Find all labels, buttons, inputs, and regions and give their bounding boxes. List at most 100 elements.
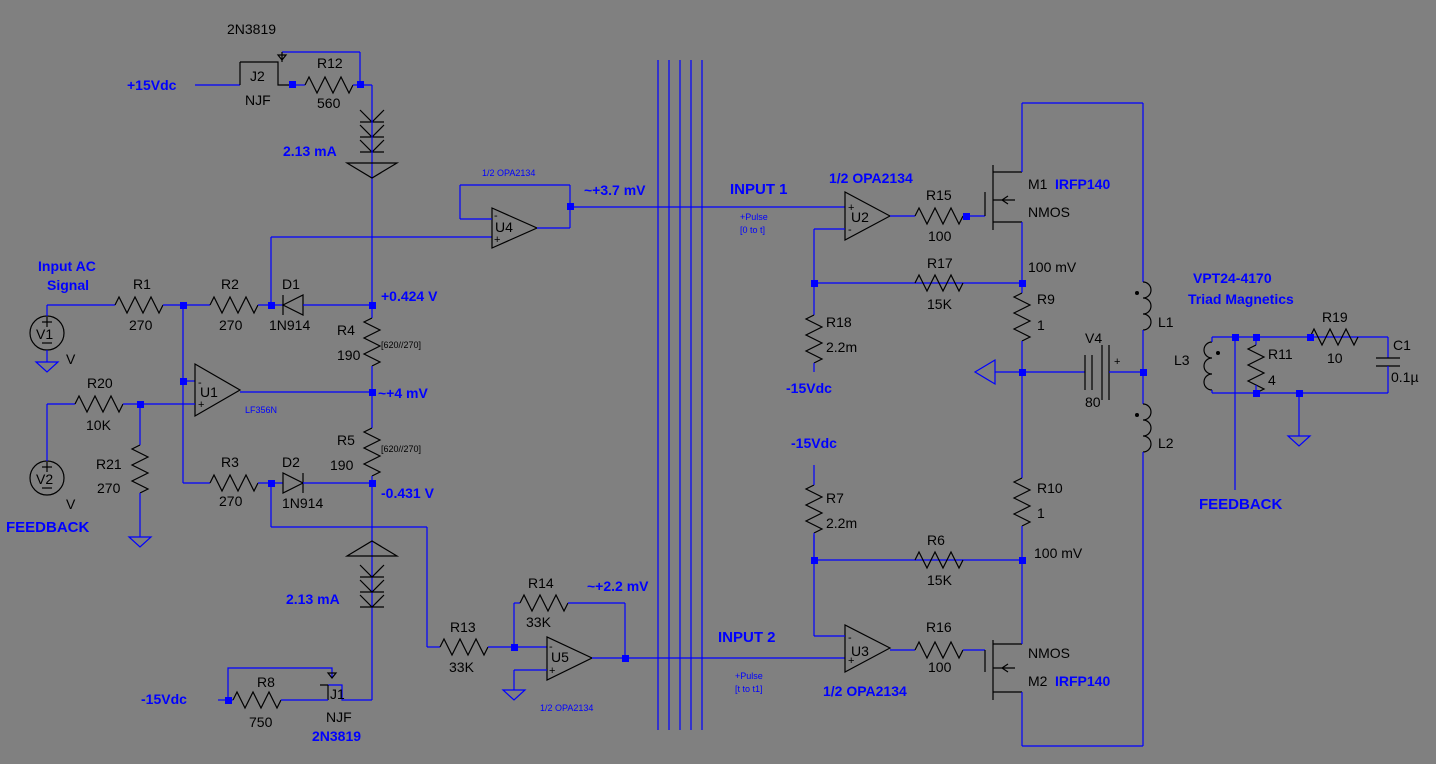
output-stage bbox=[973, 102, 1152, 747]
u3-driver: - + bbox=[804, 465, 1022, 673]
v-r9-label: 100 mV bbox=[1028, 259, 1077, 275]
v-r10-label: 100 mV bbox=[1034, 545, 1083, 561]
r18-name: R18 bbox=[826, 314, 852, 330]
m2-type: NMOS bbox=[1028, 645, 1070, 661]
r3-value: 270 bbox=[219, 493, 243, 509]
v-minus-label: -0.431 V bbox=[381, 485, 435, 501]
svg-text:+: + bbox=[848, 202, 854, 214]
input2-label: INPUT 2 bbox=[718, 629, 776, 646]
svg-text:-: - bbox=[848, 632, 852, 644]
j1-name: J1 bbox=[330, 686, 345, 702]
r7-name: R7 bbox=[826, 490, 844, 506]
r17-name: R17 bbox=[927, 255, 953, 271]
r19-value: 10 bbox=[1327, 350, 1343, 366]
r2-value: 270 bbox=[219, 317, 243, 333]
transformer-b: Triad Magnetics bbox=[1188, 291, 1294, 307]
v2-name: V2 bbox=[36, 471, 53, 487]
r11-value: 4 bbox=[1268, 372, 1276, 388]
input1-label: INPUT 1 bbox=[730, 181, 788, 198]
input-ac-label: Input AC bbox=[38, 258, 96, 274]
r21-name: R21 bbox=[96, 456, 122, 472]
v-u4-label: ~+3.7 mV bbox=[584, 182, 646, 198]
transformer-secondary bbox=[1203, 327, 1400, 490]
pulse2-b: [t to t1] bbox=[735, 684, 763, 694]
r5-name: R5 bbox=[337, 432, 355, 448]
r4-name: R4 bbox=[337, 322, 355, 338]
minus15-c-label: -15Vdc bbox=[791, 435, 837, 451]
r16-value: 100 bbox=[928, 659, 952, 675]
signal-label: Signal bbox=[47, 277, 89, 293]
u2-name: U2 bbox=[851, 209, 869, 225]
top-current-source bbox=[195, 51, 400, 305]
v-u5-label: ~+2.2 mV bbox=[587, 578, 649, 594]
u3-model-label: 1/2 OPA2134 bbox=[823, 683, 907, 699]
feedback-left-label: FEEDBACK bbox=[6, 519, 90, 536]
r2-name: R2 bbox=[221, 276, 239, 292]
r20-name: R20 bbox=[87, 375, 113, 391]
u4-buffer: - + bbox=[459, 184, 845, 249]
r5-note: [620//270] bbox=[381, 444, 421, 454]
u2-driver: + - bbox=[804, 191, 1022, 372]
i-bottom-label: 2.13 mA bbox=[286, 591, 340, 607]
u1-model: LF356N bbox=[245, 405, 277, 415]
r4-note: [620//270] bbox=[381, 340, 421, 350]
r12-value: 560 bbox=[317, 95, 341, 111]
d2-name: D2 bbox=[282, 454, 300, 470]
r1-name: R1 bbox=[133, 276, 151, 292]
u5-model: 1/2 OPA2134 bbox=[540, 703, 593, 713]
u5-name: U5 bbox=[551, 649, 569, 665]
r13-value: 33K bbox=[449, 659, 475, 675]
input-stage: - + bbox=[29, 236, 492, 647]
r3-name: R3 bbox=[221, 454, 239, 470]
v2-unit: V bbox=[66, 496, 76, 512]
l3-name: L3 bbox=[1174, 352, 1190, 368]
r6-value: 15K bbox=[927, 572, 953, 588]
svg-text:+: + bbox=[494, 234, 500, 246]
r14-name: R14 bbox=[528, 575, 554, 591]
svg-text:-: - bbox=[549, 641, 553, 653]
transformer-a: VPT24-4170 bbox=[1193, 270, 1272, 286]
r14-value: 33K bbox=[526, 614, 552, 630]
labels: 2N3819 +15Vdc J2 NJF R12 560 2.13 mA Inp… bbox=[6, 21, 1419, 744]
l2-name: L2 bbox=[1158, 435, 1174, 451]
r20-value: 10K bbox=[86, 417, 112, 433]
r7-value: 2.2m bbox=[826, 515, 857, 531]
minus15-a-label: -15Vdc bbox=[141, 691, 187, 707]
u2-model-label: 1/2 OPA2134 bbox=[829, 170, 913, 186]
svg-text:-: - bbox=[494, 210, 498, 222]
plus15-label: +15Vdc bbox=[127, 77, 177, 93]
pulse1-b: [0 to t] bbox=[740, 225, 765, 235]
bottom-current-source bbox=[218, 483, 400, 710]
m2-model: IRFP140 bbox=[1055, 673, 1110, 689]
r9-name: R9 bbox=[1037, 291, 1055, 307]
u1-name: U1 bbox=[200, 384, 218, 400]
svg-text:-: - bbox=[198, 377, 202, 389]
r15-name: R15 bbox=[926, 187, 952, 203]
j1-type: NJF bbox=[326, 709, 352, 725]
j2-name: J2 bbox=[250, 68, 265, 84]
v4-value: 80 bbox=[1085, 394, 1101, 410]
r17-value: 15K bbox=[927, 296, 953, 312]
feedback-right-label: FEEDBACK bbox=[1199, 496, 1283, 513]
r4-value: 190 bbox=[337, 347, 361, 363]
m2-name: M2 bbox=[1028, 673, 1048, 689]
r18-value: 2.2m bbox=[826, 339, 857, 355]
r21-value: 270 bbox=[97, 480, 121, 496]
v4-name: V4 bbox=[1085, 330, 1102, 346]
d1-model: 1N914 bbox=[269, 317, 310, 333]
r8-value: 750 bbox=[249, 714, 273, 730]
c1-name: C1 bbox=[1393, 337, 1411, 353]
i-top-label: 2.13 mA bbox=[283, 143, 337, 159]
d2-model: 1N914 bbox=[282, 495, 323, 511]
bus-lines bbox=[657, 60, 703, 730]
v1-name: V1 bbox=[36, 326, 53, 342]
r13-name: R13 bbox=[450, 619, 476, 635]
u4-name: U4 bbox=[495, 219, 513, 235]
r16-name: R16 bbox=[926, 619, 952, 635]
c1-value: 0.1µ bbox=[1391, 369, 1419, 385]
m1-model: IRFP140 bbox=[1055, 176, 1110, 192]
v-plus-label: +0.424 V bbox=[381, 288, 438, 304]
r9-value: 1 bbox=[1037, 317, 1045, 333]
u5-buffer: - + bbox=[427, 593, 845, 701]
pulse2-a: +Pulse bbox=[735, 671, 763, 681]
